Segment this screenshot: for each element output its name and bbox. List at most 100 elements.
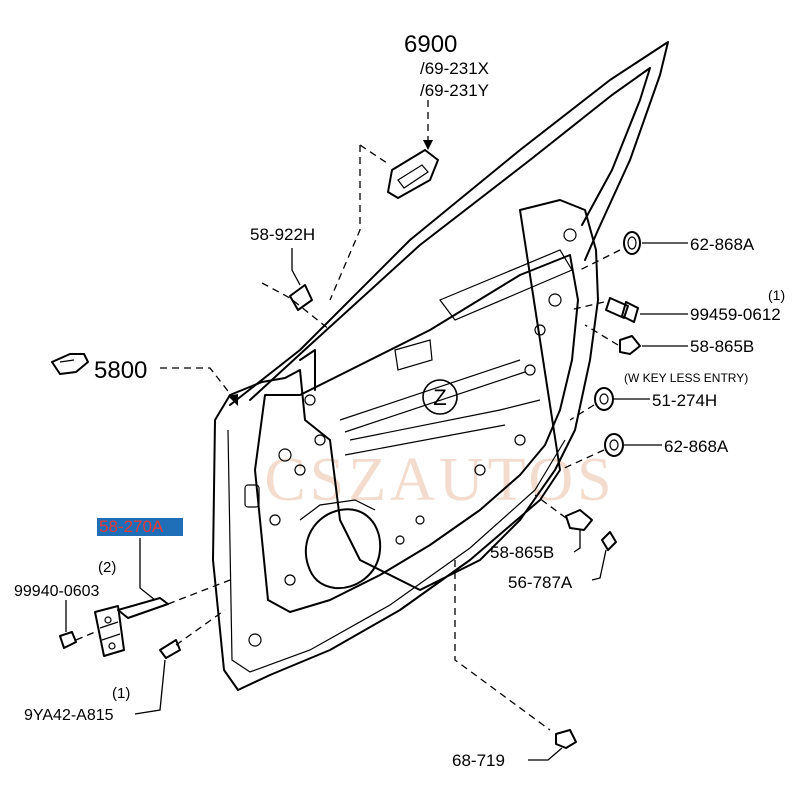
label-51-274h: 51-274H	[652, 391, 717, 410]
part-68-719	[454, 560, 577, 761]
window-frame-inner	[249, 67, 651, 401]
hole	[534, 324, 546, 336]
check-arm	[117, 597, 169, 619]
leader-68-719	[528, 747, 563, 761]
dash-9ya42	[175, 609, 226, 646]
label-58-865b-top: 58-865B	[690, 337, 754, 356]
handle-dash-box	[329, 144, 391, 301]
label-99940-0603: 99940-0603	[14, 583, 100, 600]
dash-62-868a-mid	[559, 449, 605, 471]
clip-58-865b-top	[619, 335, 641, 355]
label-69-231x: /69-231X	[420, 59, 489, 78]
reference-circle-z	[422, 379, 458, 415]
hole	[514, 434, 526, 446]
label-58-922h: 58-922H	[250, 225, 315, 244]
dash-51-274h	[569, 404, 595, 421]
label-5800: 5800	[94, 357, 147, 384]
slot	[244, 484, 260, 508]
part-58-922h	[261, 248, 331, 331]
hole	[563, 228, 577, 242]
label-keyless-entry: (W KEY LESS ENTRY)	[624, 371, 748, 385]
grommet-62-868a-mid	[604, 433, 624, 457]
hole	[415, 515, 425, 525]
label-56-787a: 56-787A	[508, 573, 573, 592]
reference-z-label: Z	[433, 385, 446, 410]
right-fasteners	[534, 231, 688, 581]
grommet-62-868a-top	[623, 231, 641, 255]
door-check-58-270a	[59, 538, 231, 715]
label-6900: 6900	[404, 31, 457, 58]
dash-5800	[160, 367, 236, 401]
cap-58-922h	[289, 284, 313, 311]
bracket-hole	[104, 616, 112, 624]
dash-99459	[569, 301, 605, 311]
dash-62-868a-top	[579, 249, 621, 271]
dash-58-865b-top	[584, 324, 619, 346]
label-62-868a-top: 62-868A	[690, 235, 755, 254]
hole	[284, 574, 296, 586]
label-62-868a-mid: 62-868A	[664, 437, 729, 456]
dash-68-719	[454, 560, 551, 731]
leader-58-270a	[139, 538, 156, 601]
grommet-51-274h	[594, 387, 614, 411]
hand-icon-5800	[51, 353, 89, 375]
hole	[314, 434, 326, 446]
bolt-99940	[59, 631, 77, 649]
label-58-270a-qty: (2)	[98, 559, 116, 576]
door-skin	[212, 199, 599, 691]
rail-3	[349, 399, 541, 441]
handle-arrow	[423, 140, 433, 150]
upper-bracket	[439, 249, 573, 321]
speaker-opening	[304, 508, 382, 590]
speaker-rim	[299, 499, 376, 521]
dash-99940	[75, 631, 96, 641]
arrow-5800	[228, 394, 238, 406]
label-9ya42-qty: (1)	[112, 685, 130, 702]
leader-56-787a	[591, 549, 607, 581]
bolt-9ya42	[159, 639, 181, 659]
hole	[294, 464, 306, 476]
label-9ya42-a815: 9YA42-A815	[24, 707, 114, 724]
clip-58-865b-bottom	[565, 509, 593, 531]
leader-58-865b-bottom	[573, 530, 581, 553]
dash-58-922h	[261, 282, 331, 331]
leader-58-922h	[291, 248, 301, 286]
check-bracket	[94, 605, 125, 657]
label-68-719: 68-719	[452, 751, 505, 770]
part-5800	[51, 353, 238, 406]
bracket-hole	[108, 642, 116, 650]
hand-icon-detail	[59, 359, 75, 363]
dash-58-270a	[167, 579, 231, 605]
highlight-58-270a	[97, 518, 183, 536]
label-69-231y: /69-231Y	[420, 81, 489, 100]
handle-recess	[397, 164, 429, 189]
window-frame-outer	[229, 41, 669, 406]
bolt-head-99459	[621, 301, 639, 323]
hole	[248, 633, 262, 647]
small-bracket	[394, 339, 433, 371]
hole	[269, 514, 281, 526]
label-58-865b-bottom: 58-865B	[490, 543, 554, 562]
door-inner-edge	[227, 429, 566, 673]
leader-9ya42	[134, 659, 166, 715]
hole	[548, 293, 562, 307]
handle-body	[387, 149, 439, 199]
hole	[395, 535, 405, 545]
hole	[474, 464, 486, 476]
inner-panel	[254, 254, 579, 613]
bracket-detail	[99, 621, 121, 641]
label-99459-qty: (1)	[768, 287, 785, 303]
part-6900-handle	[329, 100, 439, 301]
hole	[278, 448, 292, 462]
label-99459-0612: 99459-0612	[690, 305, 781, 324]
plug-56-787a	[601, 531, 617, 551]
label-58-270a: 58-270A	[99, 517, 164, 536]
hole	[524, 364, 536, 376]
grommet-inner	[627, 236, 637, 250]
frame-corner	[299, 349, 316, 391]
dash-58-865b-bottom	[534, 494, 567, 519]
rail-4	[344, 424, 506, 456]
hole	[304, 394, 316, 406]
